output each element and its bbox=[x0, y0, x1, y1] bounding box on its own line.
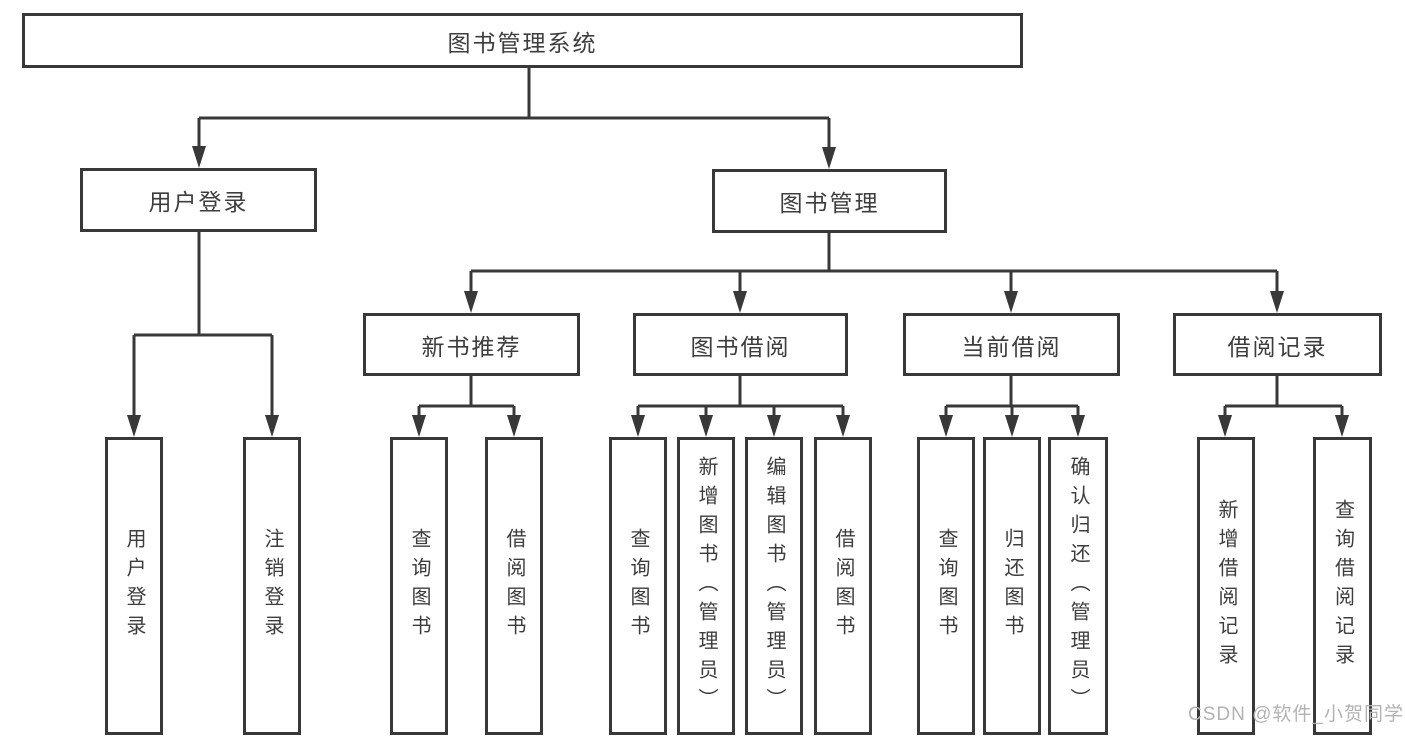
leaf-borrow-books-borrowing-label: 借阅图书 bbox=[832, 528, 854, 644]
leaf-query-borrow-record: 查询借阅记录 bbox=[1313, 437, 1372, 735]
leaf-user-login-label: 用户登录 bbox=[123, 528, 145, 644]
leaf-return-books: 归还图书 bbox=[983, 437, 1041, 735]
leaf-query-books-recommend-label: 查询图书 bbox=[408, 528, 430, 644]
leaf-query-books-current: 查询图书 bbox=[917, 437, 975, 735]
leaf-logout: 注销登录 bbox=[243, 437, 301, 735]
leaf-query-books-recommend: 查询图书 bbox=[390, 437, 448, 735]
leaf-borrow-books-borrowing: 借阅图书 bbox=[814, 437, 872, 735]
node-user-login-label: 用户登录 bbox=[148, 189, 249, 215]
node-root-label: 图书管理系统 bbox=[447, 29, 598, 56]
node-root: 图书管理系统 bbox=[22, 13, 1023, 68]
leaf-query-books-borrowing: 查询图书 bbox=[609, 437, 667, 735]
leaf-edit-books-admin: 编辑图书（管理员） bbox=[745, 437, 803, 735]
leaf-edit-books-admin-label: 编辑图书（管理员） bbox=[763, 455, 785, 717]
node-user-login: 用户登录 bbox=[80, 168, 317, 232]
leaf-add-books-admin-label: 新增图书（管理员） bbox=[695, 455, 717, 717]
node-book-management: 图书管理 bbox=[712, 169, 947, 233]
leaf-add-borrow-record: 新增借阅记录 bbox=[1197, 437, 1255, 735]
node-book-borrowing: 图书借阅 bbox=[633, 313, 848, 376]
leaf-return-books-label: 归还图书 bbox=[1001, 528, 1023, 644]
leaf-confirm-return-admin-label: 确认归还（管理员） bbox=[1067, 455, 1089, 717]
leaf-add-books-admin: 新增图书（管理员） bbox=[677, 437, 735, 735]
watermark: CSDN @软件_小贺同学 bbox=[1188, 704, 1404, 725]
node-current-borrowing-label: 当前借阅 bbox=[961, 333, 1062, 360]
node-book-borrowing-label: 图书借阅 bbox=[690, 333, 791, 360]
leaf-borrow-books-recommend-label: 借阅图书 bbox=[503, 528, 525, 644]
node-current-borrowing: 当前借阅 bbox=[903, 313, 1120, 376]
node-new-book-recommendation-label: 新书推荐 bbox=[421, 333, 522, 360]
leaf-add-borrow-record-label: 新增借阅记录 bbox=[1215, 499, 1237, 673]
leaf-borrow-books-recommend: 借阅图书 bbox=[485, 437, 543, 735]
node-new-book-recommendation: 新书推荐 bbox=[363, 313, 580, 376]
leaf-user-login: 用户登录 bbox=[105, 437, 163, 735]
node-borrowing-records: 借阅记录 bbox=[1173, 313, 1382, 376]
leaf-query-borrow-record-label: 查询借阅记录 bbox=[1331, 499, 1354, 673]
leaf-query-books-current-label: 查询图书 bbox=[935, 528, 957, 644]
leaf-logout-label: 注销登录 bbox=[261, 528, 283, 644]
leaf-query-books-borrowing-label: 查询图书 bbox=[627, 528, 649, 644]
node-book-management-label: 图书管理 bbox=[779, 190, 880, 216]
leaf-confirm-return-admin: 确认归还（管理员） bbox=[1048, 437, 1108, 735]
node-borrowing-records-label: 借阅记录 bbox=[1227, 333, 1328, 360]
